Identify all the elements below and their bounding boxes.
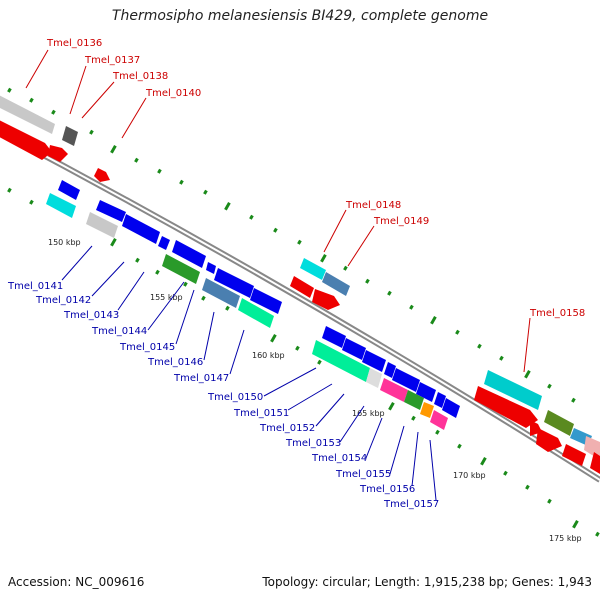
gene-feature[interactable] [416, 382, 436, 402]
gene-feature[interactable] [300, 258, 326, 280]
kbp-mark: 170 kbp [453, 471, 486, 480]
bottom-callouts [61, 245, 437, 501]
gene-label[interactable]: Tmel_0149 [373, 216, 429, 227]
gene-label[interactable]: Tmel_0136 [46, 38, 102, 49]
gene-feature[interactable] [312, 289, 340, 310]
kbp-scale: 150 kbp 155 kbp 160 kbp 165 kbp 170 kbp … [48, 238, 582, 543]
gene-feature[interactable] [366, 368, 382, 388]
outer-tick-track [7, 87, 576, 403]
gene-label[interactable]: Tmel_0157 [383, 499, 439, 510]
gene-feature[interactable] [250, 288, 282, 314]
gene-feature[interactable] [214, 268, 254, 298]
gene-feature[interactable] [0, 118, 52, 160]
top-callouts [25, 49, 531, 373]
inner-tick-track [7, 187, 600, 537]
gene-feature[interactable] [86, 212, 118, 238]
gene-feature[interactable] [392, 368, 420, 392]
gene-feature[interactable] [322, 326, 346, 348]
gene-feature[interactable] [48, 145, 68, 162]
gene-feature[interactable] [206, 262, 216, 274]
gene-feature[interactable] [380, 378, 408, 402]
kbp-mark: 175 kbp [549, 534, 582, 543]
kbp-mark: 165 kbp [352, 409, 385, 418]
gene-feature[interactable] [312, 340, 370, 382]
kbp-mark: 160 kbp [252, 351, 285, 360]
gene-feature[interactable] [430, 410, 448, 430]
gene-feature[interactable] [322, 272, 350, 296]
gene-label[interactable]: Tmel_0145 [119, 342, 175, 353]
gene-feature[interactable] [172, 240, 206, 268]
gene-feature[interactable] [474, 386, 538, 428]
gene-label[interactable]: Tmel_0146 [147, 357, 203, 368]
gene-label[interactable]: Tmel_0137 [84, 55, 140, 66]
gene-feature[interactable] [442, 398, 460, 418]
gene-feature[interactable] [238, 298, 274, 328]
gene-feature[interactable] [96, 200, 126, 222]
gene-feature[interactable] [46, 193, 76, 218]
gene-label[interactable]: Tmel_0150 [207, 392, 263, 403]
gene-label[interactable]: Tmel_0152 [259, 423, 315, 434]
gene-label[interactable]: Tmel_0138 [112, 71, 168, 82]
gene-label[interactable]: Tmel_0140 [145, 88, 201, 99]
kbp-mark: 155 kbp [150, 293, 183, 302]
kbp-mark: 150 kbp [48, 238, 81, 247]
gene-label[interactable]: Tmel_0151 [233, 408, 289, 419]
gene-label[interactable]: Tmel_0141 [7, 281, 63, 292]
gene-label[interactable]: Tmel_0154 [311, 453, 367, 464]
gene-feature[interactable] [0, 93, 55, 134]
gene-label[interactable]: Tmel_0144 [91, 326, 147, 337]
map-title: Thermosipho melanesiensis BI429, complet… [111, 8, 489, 24]
gene-feature[interactable] [122, 214, 160, 244]
gene-feature[interactable] [202, 278, 240, 308]
gene-label[interactable]: Tmel_0158 [529, 308, 585, 319]
gene-label[interactable]: Tmel_0142 [35, 295, 91, 306]
gene-label[interactable]: Tmel_0155 [335, 469, 391, 480]
gene-feature[interactable] [384, 362, 396, 378]
gene-label[interactable]: Tmel_0153 [285, 438, 341, 449]
gene-feature[interactable] [94, 168, 110, 182]
gene-feature[interactable] [342, 338, 366, 360]
gene-feature[interactable] [58, 180, 80, 200]
gene-feature[interactable] [362, 350, 386, 372]
gene-label[interactable]: Tmel_0148 [345, 200, 401, 211]
forward-genes [0, 93, 600, 474]
gene-feature[interactable] [290, 276, 314, 298]
reverse-genes [46, 180, 460, 430]
gene-feature[interactable] [562, 444, 586, 466]
gene-feature[interactable] [420, 402, 434, 418]
accession-text: Accession: NC_009616 [8, 575, 145, 589]
gene-feature[interactable] [536, 428, 562, 452]
gene-label[interactable]: Tmel_0156 [359, 484, 415, 495]
gene-feature[interactable] [434, 392, 446, 408]
genome-backbone [0, 129, 600, 483]
gene-feature[interactable] [62, 126, 78, 146]
gene-feature[interactable] [590, 452, 600, 474]
gene-label[interactable]: Tmel_0143 [63, 310, 119, 321]
bottom-gene-labels: Tmel_0141 Tmel_0142 Tmel_0143 Tmel_0144 … [7, 281, 439, 510]
topology-text: Topology: circular; Length: 1,915,238 bp… [262, 575, 592, 589]
gene-feature[interactable] [158, 236, 170, 250]
gene-feature[interactable] [404, 390, 424, 410]
gene-feature[interactable] [544, 410, 574, 436]
gene-feature[interactable] [162, 254, 200, 284]
gene-feature[interactable] [484, 370, 542, 410]
gene-label[interactable]: Tmel_0147 [173, 373, 229, 384]
top-gene-labels: Tmel_0136 Tmel_0137 Tmel_0138 Tmel_0140 … [46, 38, 585, 319]
